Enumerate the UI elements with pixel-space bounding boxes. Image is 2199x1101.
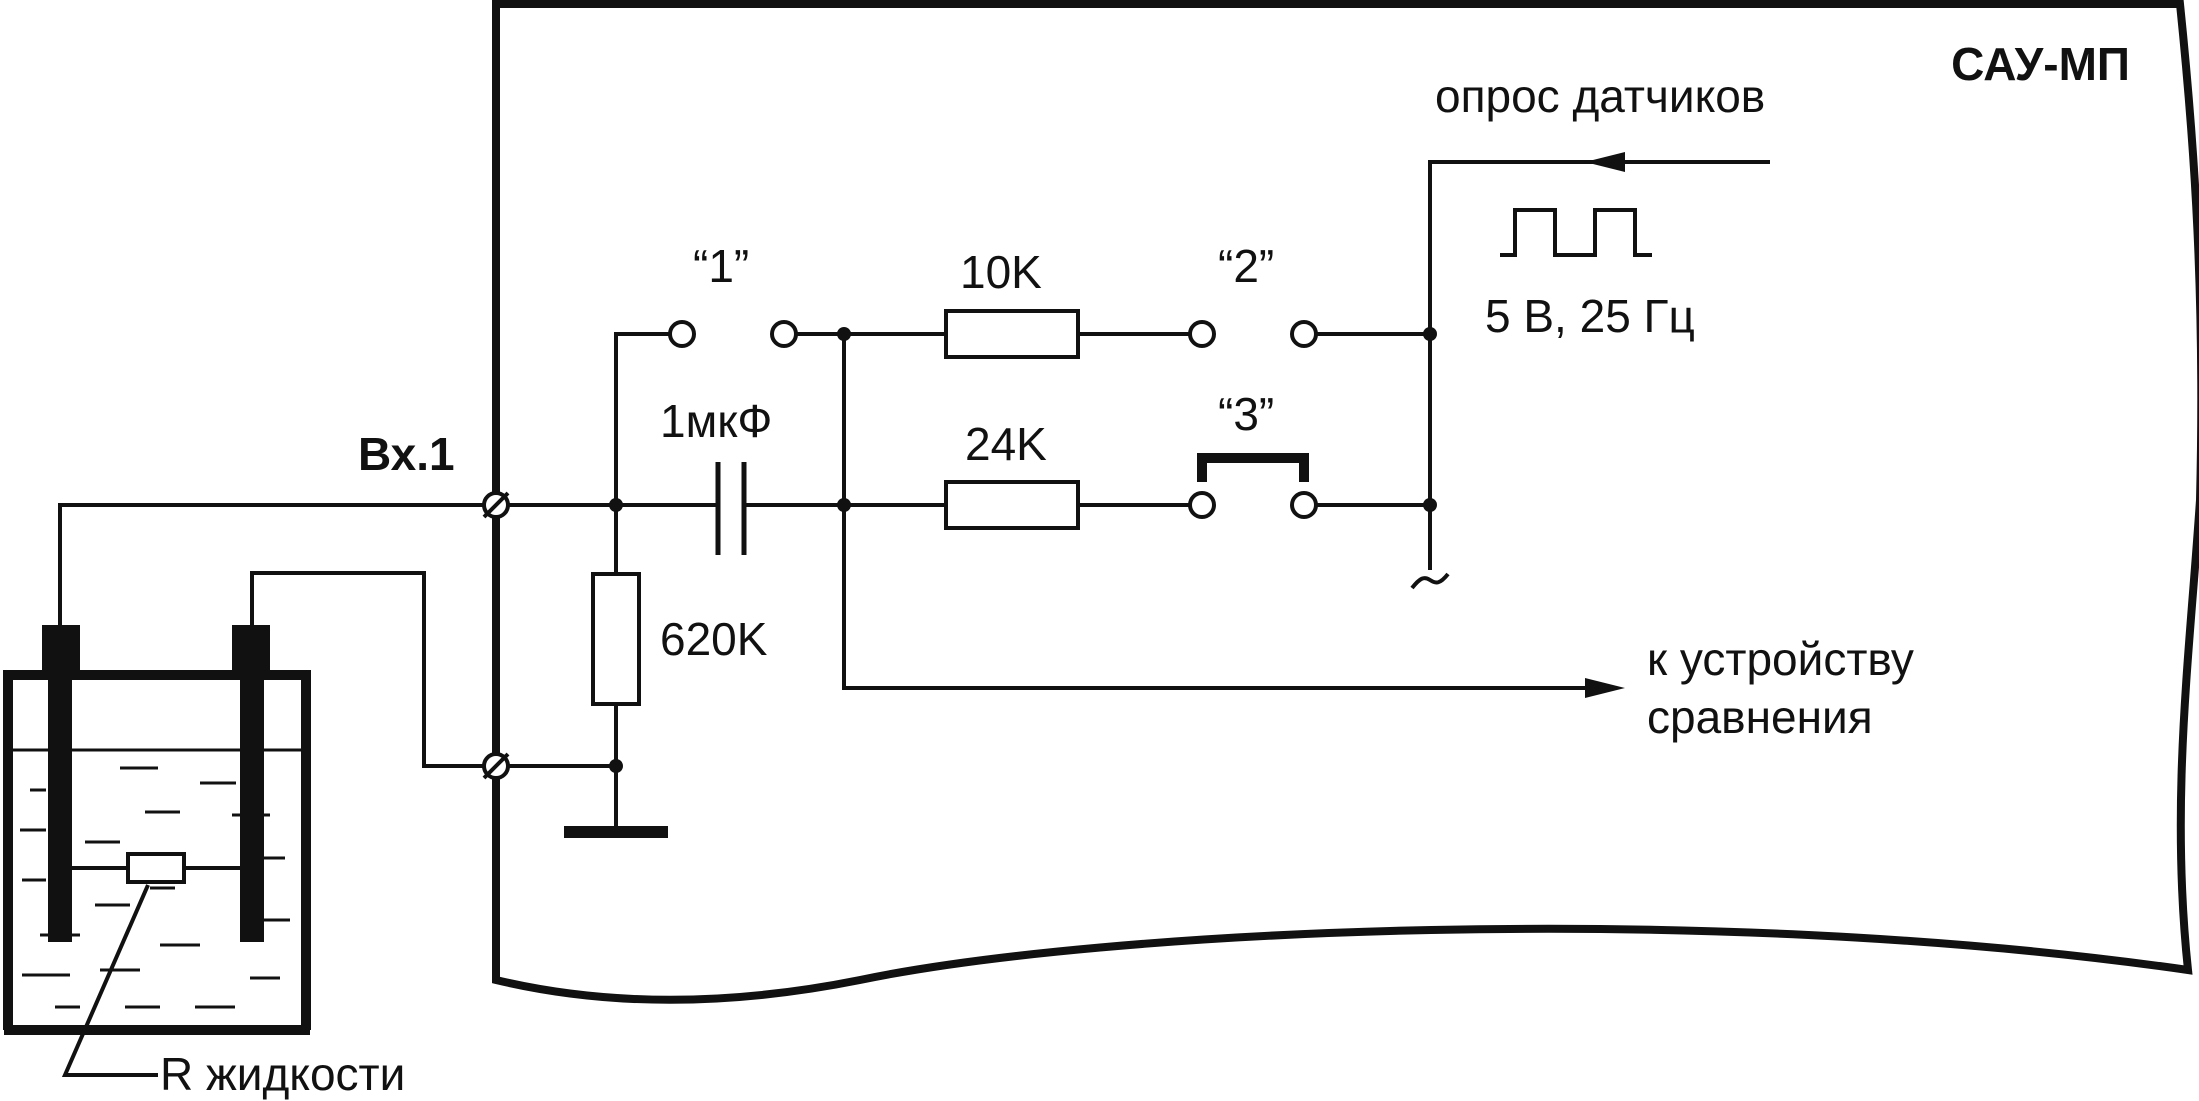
liquid-resistance-label: R жидкости bbox=[160, 1048, 405, 1100]
arrow-sensor-poll bbox=[1585, 152, 1625, 172]
pulse-label: 5 В, 25 Гц bbox=[1485, 290, 1695, 342]
switch-1 bbox=[668, 320, 798, 348]
terminal-input-top bbox=[482, 491, 510, 519]
liquid-vessel bbox=[3, 670, 311, 1035]
wire-sw1-left bbox=[614, 332, 670, 505]
resistor-10k bbox=[944, 309, 1080, 359]
switch-2 bbox=[1188, 320, 1318, 348]
electrode-left bbox=[42, 625, 80, 942]
resistor-24k bbox=[944, 480, 1080, 530]
device-enclosure bbox=[492, 0, 2199, 1004]
bus-break-mark bbox=[1410, 572, 1450, 590]
resistor-10k-label: 10K bbox=[960, 246, 1042, 298]
device-title: САУ-МП bbox=[1951, 38, 2130, 90]
wire-electrode1 bbox=[58, 503, 496, 625]
capacitor-label: 1мкФ bbox=[660, 395, 772, 447]
switch-1-label: “1” bbox=[693, 240, 749, 292]
junction-dots bbox=[609, 327, 1437, 773]
pulse-waveform-icon bbox=[1500, 208, 1652, 257]
switch-3 bbox=[1188, 453, 1318, 519]
comparator-label-line1: к устройству bbox=[1647, 633, 1914, 685]
wire-right-bus bbox=[1428, 160, 1770, 570]
leader-liquid-resistance bbox=[61, 884, 158, 1077]
resistor-620k bbox=[591, 572, 641, 706]
arrow-to-comparator bbox=[1585, 678, 1625, 698]
comparator-label-line2: сравнения bbox=[1647, 691, 1873, 743]
electrode-right bbox=[232, 625, 270, 942]
terminal-input-bottom bbox=[482, 752, 510, 780]
capacitor bbox=[715, 462, 747, 555]
wire-to-comparator bbox=[842, 334, 1590, 690]
wire-electrode2 bbox=[250, 571, 496, 768]
sensor-poll-label: опрос датчиков bbox=[1435, 70, 1765, 122]
switch-2-label: “2” bbox=[1218, 240, 1274, 292]
input-label: Вх.1 bbox=[358, 428, 455, 480]
switch-3-label: “3” bbox=[1218, 388, 1274, 440]
resistor-620k-label: 620K bbox=[660, 613, 768, 665]
resistor-24k-label: 24K bbox=[965, 418, 1047, 470]
resistor-liquid bbox=[126, 852, 186, 884]
